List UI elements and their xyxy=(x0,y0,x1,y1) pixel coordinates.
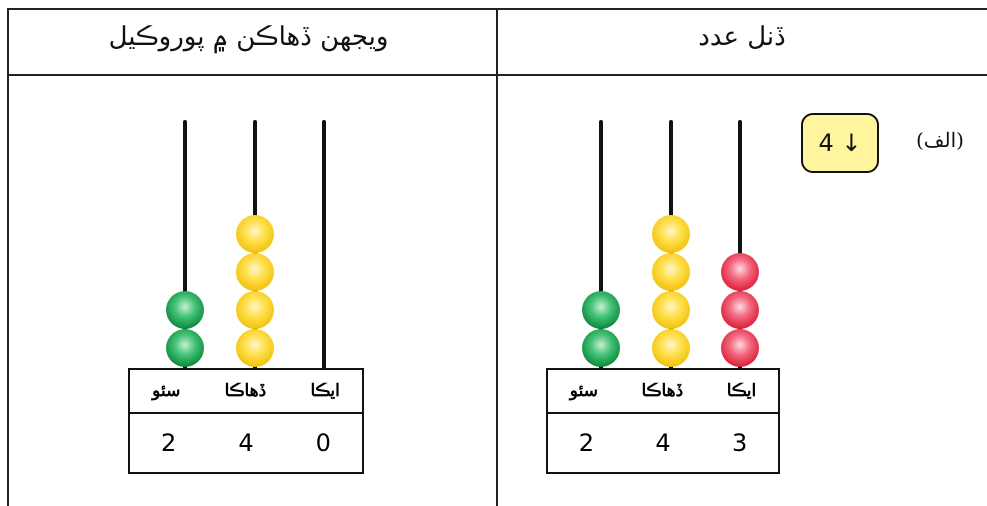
given-digit-row: 2 4 3 xyxy=(548,414,778,472)
rounded-label-row: ايڪا ڏهاڪا سئو xyxy=(130,370,362,412)
given-digit-tens: 4 xyxy=(655,429,671,457)
hint-badge-text: 4 ↓ xyxy=(818,129,862,157)
rounded-digit-row: 2 4 0 xyxy=(130,414,362,472)
rounded-digit-tens: 4 xyxy=(238,429,254,457)
place-label-hundreds: سئو xyxy=(152,381,181,401)
rounded-rod-ones xyxy=(322,120,326,370)
rounded-bead-tens xyxy=(236,215,274,253)
question-label: (الف) xyxy=(916,128,964,152)
given-bead-tens xyxy=(652,215,690,253)
place-label-hundreds: سئو xyxy=(569,381,598,401)
given-rod-ones xyxy=(738,120,742,370)
given-bead-tens xyxy=(652,253,690,291)
given-bead-ones xyxy=(721,329,759,367)
place-label-tens: ڏهاڪا xyxy=(224,381,267,401)
given-digit-ones: 3 xyxy=(732,429,748,457)
table-frame xyxy=(7,8,987,506)
rounded-box-divider xyxy=(130,412,362,414)
rounded-bead-tens xyxy=(236,329,274,367)
given-label-row: ايڪا ڏهاڪا سئو xyxy=(548,370,778,412)
rounded-digit-ones: 0 xyxy=(315,429,331,457)
rounded-bead-tens xyxy=(236,291,274,329)
place-label-ones: ايڪا xyxy=(310,381,340,401)
hint-badge: 4 ↓ xyxy=(801,113,879,173)
given-box-divider xyxy=(548,412,778,414)
rounded-bead-tens xyxy=(236,253,274,291)
given-rod-hundreds xyxy=(599,120,603,370)
given-bead-hundreds xyxy=(582,291,620,329)
given-bead-ones xyxy=(721,291,759,329)
rounded-rod-hundreds xyxy=(183,120,187,370)
rounded-bead-hundreds xyxy=(166,291,204,329)
given-bead-ones xyxy=(721,253,759,291)
given-bead-hundreds xyxy=(582,329,620,367)
rounded-place-value-box: ايڪا ڏهاڪا سئو 2 4 0 xyxy=(128,368,364,474)
right-column-header: ڏنل عدد xyxy=(698,22,786,52)
given-bead-tens xyxy=(652,291,690,329)
left-column-header: ويجهن ڏهاڪن ۾ پوروڪيل xyxy=(108,22,389,52)
place-label-tens: ڏهاڪا xyxy=(641,381,684,401)
place-label-ones: ايڪا xyxy=(726,381,757,401)
given-place-value-box: ايڪا ڏهاڪا سئو 2 4 3 xyxy=(546,368,780,474)
table-left-border xyxy=(7,8,9,506)
given-digit-hundreds: 2 xyxy=(578,429,594,457)
given-bead-tens xyxy=(652,329,690,367)
rounded-bead-hundreds xyxy=(166,329,204,367)
rounded-digit-hundreds: 2 xyxy=(161,429,177,457)
column-divider xyxy=(496,8,498,506)
